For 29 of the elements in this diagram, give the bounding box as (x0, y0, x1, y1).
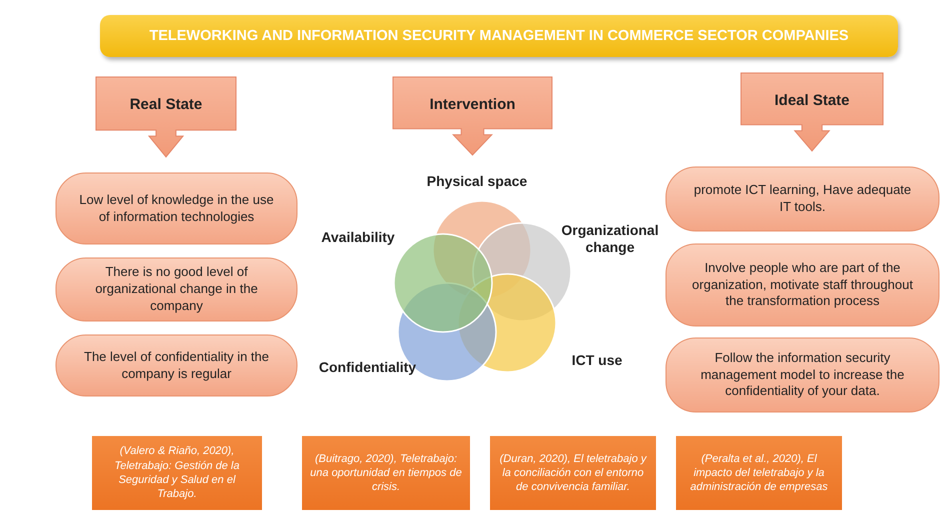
rounded-box (55, 172, 298, 245)
rounded-box (665, 337, 940, 413)
callout-shape (95, 76, 237, 158)
node-text: Intervention (430, 96, 516, 113)
node-text: (Valero & Riaño, 2020), Teletrabajo: Gestión de la Seguridad y Salud en el Trabajo. (114, 444, 240, 502)
circle-label: Physical space (426, 173, 528, 190)
node-text: Low level of knowledge in the use of information technologies (78, 192, 275, 226)
node-text: Ideal State (774, 92, 850, 109)
title-banner: TELEWORKING AND INFORMATION SECURITY MANAGEMENT IN COMMERCE SECTOR COMPANIES (100, 15, 898, 57)
reference-box (490, 436, 656, 510)
reference-box (302, 436, 470, 510)
reference-box (676, 436, 842, 510)
node-text: (Buitrago, 2020), Teletrabajo: una oportunidad en tiempos de crisis. (309, 452, 463, 494)
circle-label: ICT use (570, 352, 624, 369)
node-text: promote ICT learning, Have adequate IT tools. (692, 182, 912, 216)
circle-label: Confidentiality (318, 359, 418, 376)
node-text: Involve people who are part of the organization, motivate staff throughout the transformation process (691, 260, 914, 310)
circle-label: Organizational change (560, 222, 660, 256)
rounded-box (665, 243, 940, 327)
node-text: There is no good level of organizational change in the company (94, 264, 259, 315)
node-text: (Peralta et al., 2020), El impacto del teletrabajo y la administración de empresas (689, 452, 829, 494)
reference-box (92, 436, 262, 510)
node-text: Real State (130, 96, 202, 113)
node-text: The level of confidentiality in the company is regular (83, 348, 270, 382)
node-text: Follow the information security management model to increase the confidentiality of your data. (700, 350, 906, 400)
callout-shape (392, 76, 553, 156)
circle-label: Availability (320, 229, 396, 246)
node-text: (Duran, 2020), El teletrabajo y la conciliación con el entorno de convivencia familiar. (498, 452, 648, 494)
callout-shape (740, 72, 884, 152)
